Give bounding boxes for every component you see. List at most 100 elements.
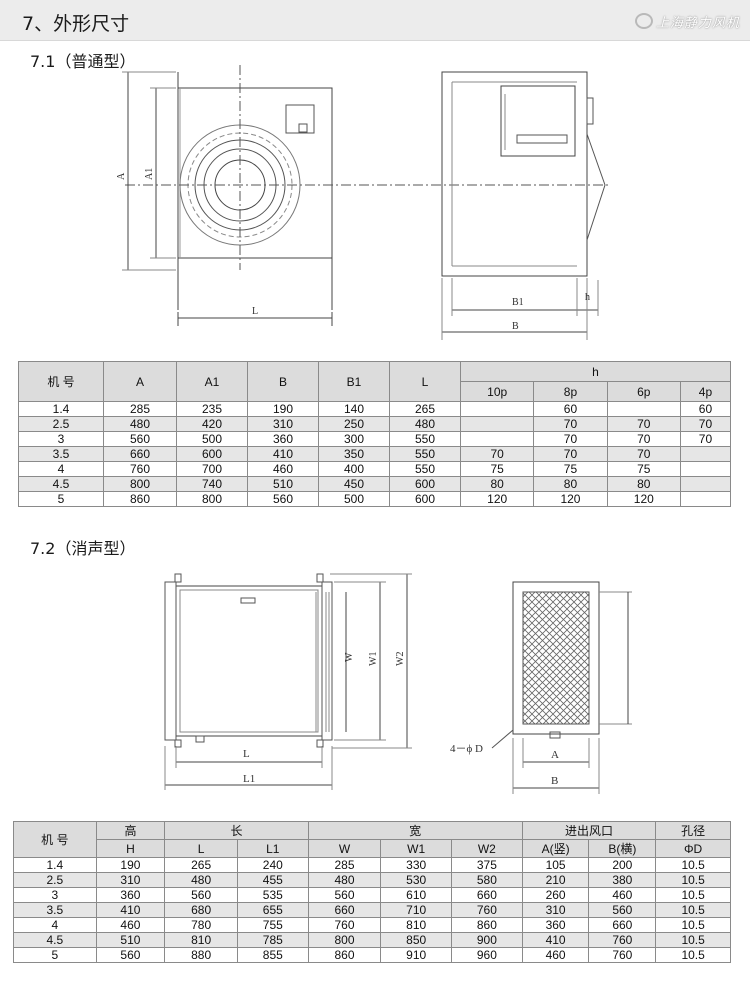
table-cell: 70 <box>606 431 681 447</box>
table-cell: 550 <box>389 446 461 462</box>
table-cell: 190 <box>247 401 319 417</box>
col-header-L: L <box>389 361 461 402</box>
table-cell: 510 <box>247 476 319 492</box>
table-cell: 460 <box>247 461 319 477</box>
table-cell: 4.5 <box>13 932 97 948</box>
table-cell: 660 <box>588 917 657 933</box>
side-view-outline <box>441 71 588 277</box>
table-cell <box>459 401 535 417</box>
table-cell: 360 <box>95 887 166 903</box>
dim-label-A1: A1 <box>144 168 155 180</box>
table-cell: 460 <box>95 917 166 933</box>
front-view-outline <box>177 72 333 310</box>
table-cell: 500 <box>318 491 390 507</box>
table-cell <box>679 446 732 462</box>
table-cell: 580 <box>451 872 523 888</box>
subsection-title-7-2: 7.2（消声型） <box>30 539 136 558</box>
drawing-silencer-type: W W1 W2 L L1 4－ϕ D A B <box>164 573 632 794</box>
table-cell: 550 <box>389 461 461 477</box>
table-cell: 235 <box>176 401 248 417</box>
table-cell: 285 <box>307 857 382 873</box>
table-cell: 680 <box>164 902 238 918</box>
inlet-grille <box>522 591 590 725</box>
table-cell: 250 <box>318 416 390 432</box>
table-cell: 610 <box>380 887 453 903</box>
table-cell: 410 <box>95 902 166 918</box>
table-cell: 120 <box>533 491 608 507</box>
group-header-length: 长 <box>164 821 309 840</box>
dim-label-hole: 4－ϕ D <box>450 743 483 755</box>
table-cell: 660 <box>451 887 523 903</box>
dim-label-L: L <box>243 748 250 760</box>
table-cell: 120 <box>459 491 535 507</box>
table-cell: 755 <box>236 917 309 933</box>
group-header-height: 高 <box>95 821 166 840</box>
table-cell: 710 <box>380 902 453 918</box>
table-cell: 600 <box>389 491 461 507</box>
table-cell: 800 <box>307 932 382 948</box>
table-cell: 410 <box>521 932 590 948</box>
table-cell: 190 <box>95 857 166 873</box>
table-cell: 760 <box>588 947 657 963</box>
table-cell: 105 <box>521 857 590 873</box>
table-cell: 4.5 <box>18 476 104 492</box>
table-cell: 2.5 <box>18 416 104 432</box>
table-cell: 420 <box>176 416 248 432</box>
table-cell: 740 <box>176 476 248 492</box>
table-cell: 1.4 <box>18 401 104 417</box>
table-cell: 900 <box>451 932 523 948</box>
side-motor <box>500 85 576 157</box>
col-header-A1: A1 <box>176 361 248 402</box>
silencer-body <box>175 585 323 737</box>
table-cell: 70 <box>533 416 608 432</box>
table-cell: 10.5 <box>655 887 731 903</box>
table-cell: 2.5 <box>13 872 97 888</box>
table-cell: 530 <box>380 872 453 888</box>
table-cell: 75 <box>606 461 681 477</box>
col-header-W: W <box>307 839 382 858</box>
table-cell: 480 <box>307 872 382 888</box>
col-header-W1: W1 <box>380 839 453 858</box>
table-cell: 5 <box>18 491 104 507</box>
table-cell: 860 <box>451 917 523 933</box>
table-cell: 560 <box>307 887 382 903</box>
table-cell: 550 <box>389 431 461 447</box>
table-cell: 60 <box>679 401 732 417</box>
table-cell: 380 <box>588 872 657 888</box>
table-cell: 535 <box>236 887 309 903</box>
table-cell: 560 <box>247 491 319 507</box>
table-cell: 880 <box>164 947 238 963</box>
motor-box <box>285 104 315 134</box>
table-cell: 1.4 <box>13 857 97 873</box>
col-header-D: ΦD <box>655 839 731 858</box>
table-cell <box>679 491 732 507</box>
table-cell: 10.5 <box>655 947 731 963</box>
col-header-B1: B1 <box>318 361 390 402</box>
table-cell: 480 <box>164 872 238 888</box>
table-cell: 120 <box>606 491 681 507</box>
brand-logo-icon <box>634 13 653 29</box>
table-cell: 760 <box>451 902 523 918</box>
table-cell: 60 <box>533 401 608 417</box>
table-cell: 75 <box>459 461 535 477</box>
table-cell: 4 <box>18 461 104 477</box>
col-header-8p: 8p <box>533 381 608 402</box>
table-cell: 70 <box>679 416 732 432</box>
table-cell: 80 <box>606 476 681 492</box>
dim-label-A: A <box>551 749 559 761</box>
table-cell: 450 <box>318 476 390 492</box>
table-cell: 460 <box>521 947 590 963</box>
table-cell: 310 <box>247 416 319 432</box>
table-cell: 265 <box>164 857 238 873</box>
col-header-6p: 6p <box>606 381 681 402</box>
table-cell: 200 <box>588 857 657 873</box>
table-cell: 960 <box>451 947 523 963</box>
spec-table-silencer: 机 号 高 长 宽 进出风口 孔径 H L L1 W W1 W2 A(竖) B(… <box>13 821 731 963</box>
table-cell: 600 <box>389 476 461 492</box>
table-cell: 80 <box>533 476 608 492</box>
table-cell: 70 <box>679 431 732 447</box>
